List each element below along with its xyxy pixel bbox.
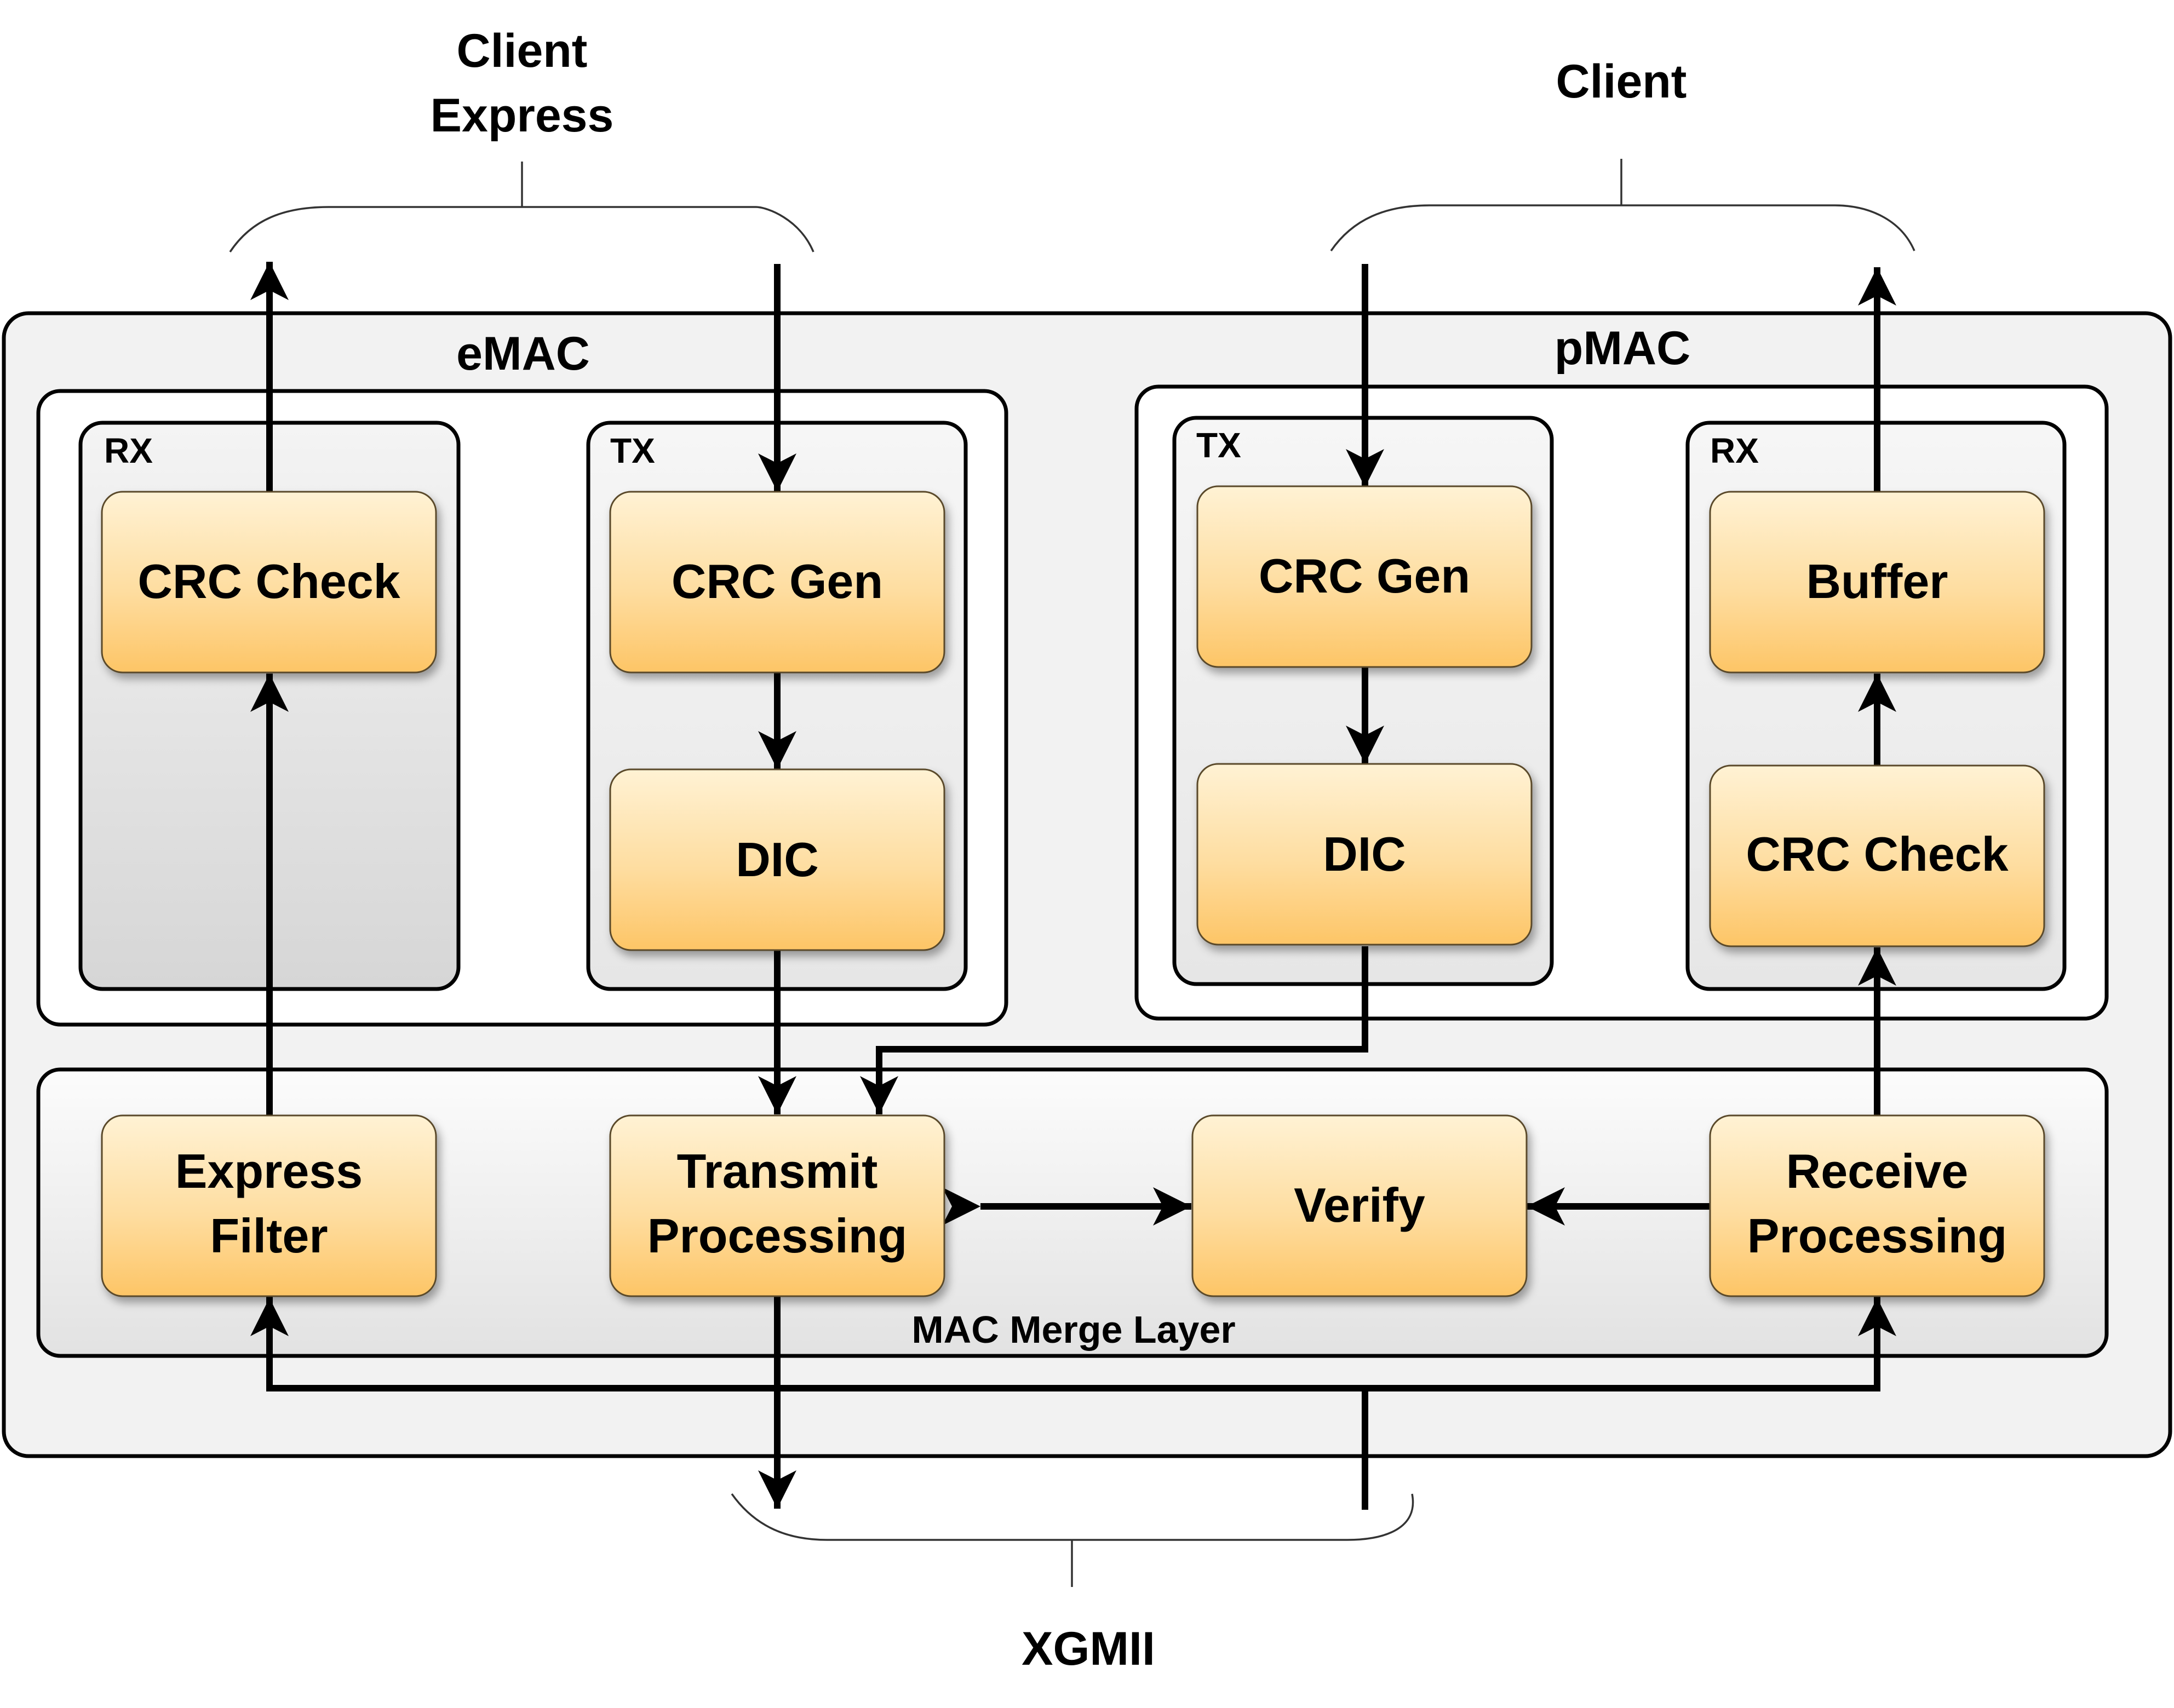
verify-block: Verify bbox=[1191, 1114, 1528, 1297]
pmac-crc-check-block: CRC Check bbox=[1709, 764, 2045, 947]
transmit-processing-block: Transmit Processing bbox=[609, 1114, 945, 1297]
emac-crc-gen-block: CRC Gen bbox=[609, 491, 945, 674]
pmac-title: pMAC bbox=[1555, 322, 1690, 375]
express-filter-block: Express Filter bbox=[101, 1114, 437, 1297]
mac-merge-layer-label: MAC Merge Layer bbox=[911, 1308, 1235, 1351]
pmac-tx-label: TX bbox=[1196, 425, 1241, 465]
express-filter-line2: Filter bbox=[210, 1209, 328, 1263]
pmac-dic-block: DIC bbox=[1196, 763, 1533, 946]
pmac-dic-label: DIC bbox=[1323, 827, 1406, 881]
receive-processing-line1: Receive bbox=[1786, 1144, 1969, 1198]
receive-processing-block: Receive Processing bbox=[1709, 1114, 2045, 1297]
pmac-crc-gen-label: CRC Gen bbox=[1259, 549, 1470, 603]
xgmii-label: XGMII bbox=[1022, 1623, 1155, 1675]
pmac-crc-check-label: CRC Check bbox=[1746, 827, 2009, 881]
pmac-rx-label: RX bbox=[1710, 431, 1759, 470]
emac-crc-check-label: CRC Check bbox=[137, 554, 400, 608]
emac-tx-label: TX bbox=[610, 431, 655, 470]
pmac-buffer-label: Buffer bbox=[1806, 554, 1948, 608]
client-express-bracket bbox=[229, 206, 814, 252]
receive-processing-line2: Processing bbox=[1747, 1209, 2007, 1263]
arrow-pmac-dic-to-transmit bbox=[860, 946, 1368, 1114]
emac-rx-label: RX bbox=[104, 431, 153, 470]
emac-crc-gen-label: CRC Gen bbox=[672, 554, 883, 608]
express-filter-line1: Express bbox=[175, 1144, 363, 1198]
emac-title: eMAC bbox=[456, 327, 590, 380]
verify-label: Verify bbox=[1294, 1178, 1425, 1232]
xgmii-bracket bbox=[731, 1493, 1414, 1541]
client-label: Client bbox=[1556, 55, 1687, 108]
emac-crc-check-block: CRC Check bbox=[101, 491, 437, 674]
emac-dic-block: DIC bbox=[609, 768, 945, 951]
pmac-crc-gen-block: CRC Gen bbox=[1196, 485, 1533, 668]
client-express-label-line1: Client bbox=[457, 25, 588, 77]
transmit-processing-line2: Processing bbox=[647, 1209, 907, 1263]
client-express-label-line2: Express bbox=[431, 89, 614, 142]
transmit-processing-line1: Transmit bbox=[677, 1144, 878, 1198]
client-bracket bbox=[1330, 204, 1915, 251]
emac-dic-label: DIC bbox=[736, 832, 819, 887]
pmac-buffer-block: Buffer bbox=[1709, 491, 2045, 674]
